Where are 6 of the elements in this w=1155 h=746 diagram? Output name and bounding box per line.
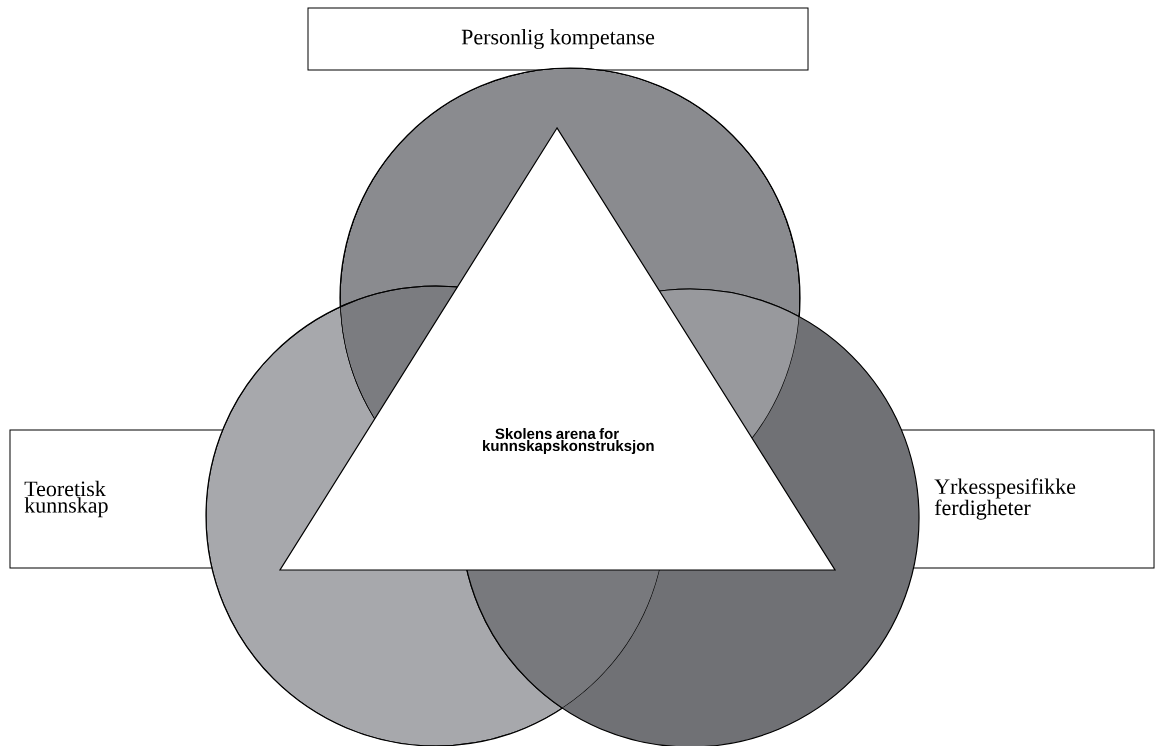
box-label: Yrkesspesifikke ferdigheter xyxy=(934,478,1076,520)
box-label: Teoretisk kunnskap xyxy=(24,480,108,518)
label-box xyxy=(900,429,1155,569)
label-box xyxy=(9,429,224,569)
label-box: Personlig kompetanse xyxy=(307,7,809,71)
triangle-label: Skolens arena for kunnskapskonstruksjon xyxy=(483,428,654,454)
